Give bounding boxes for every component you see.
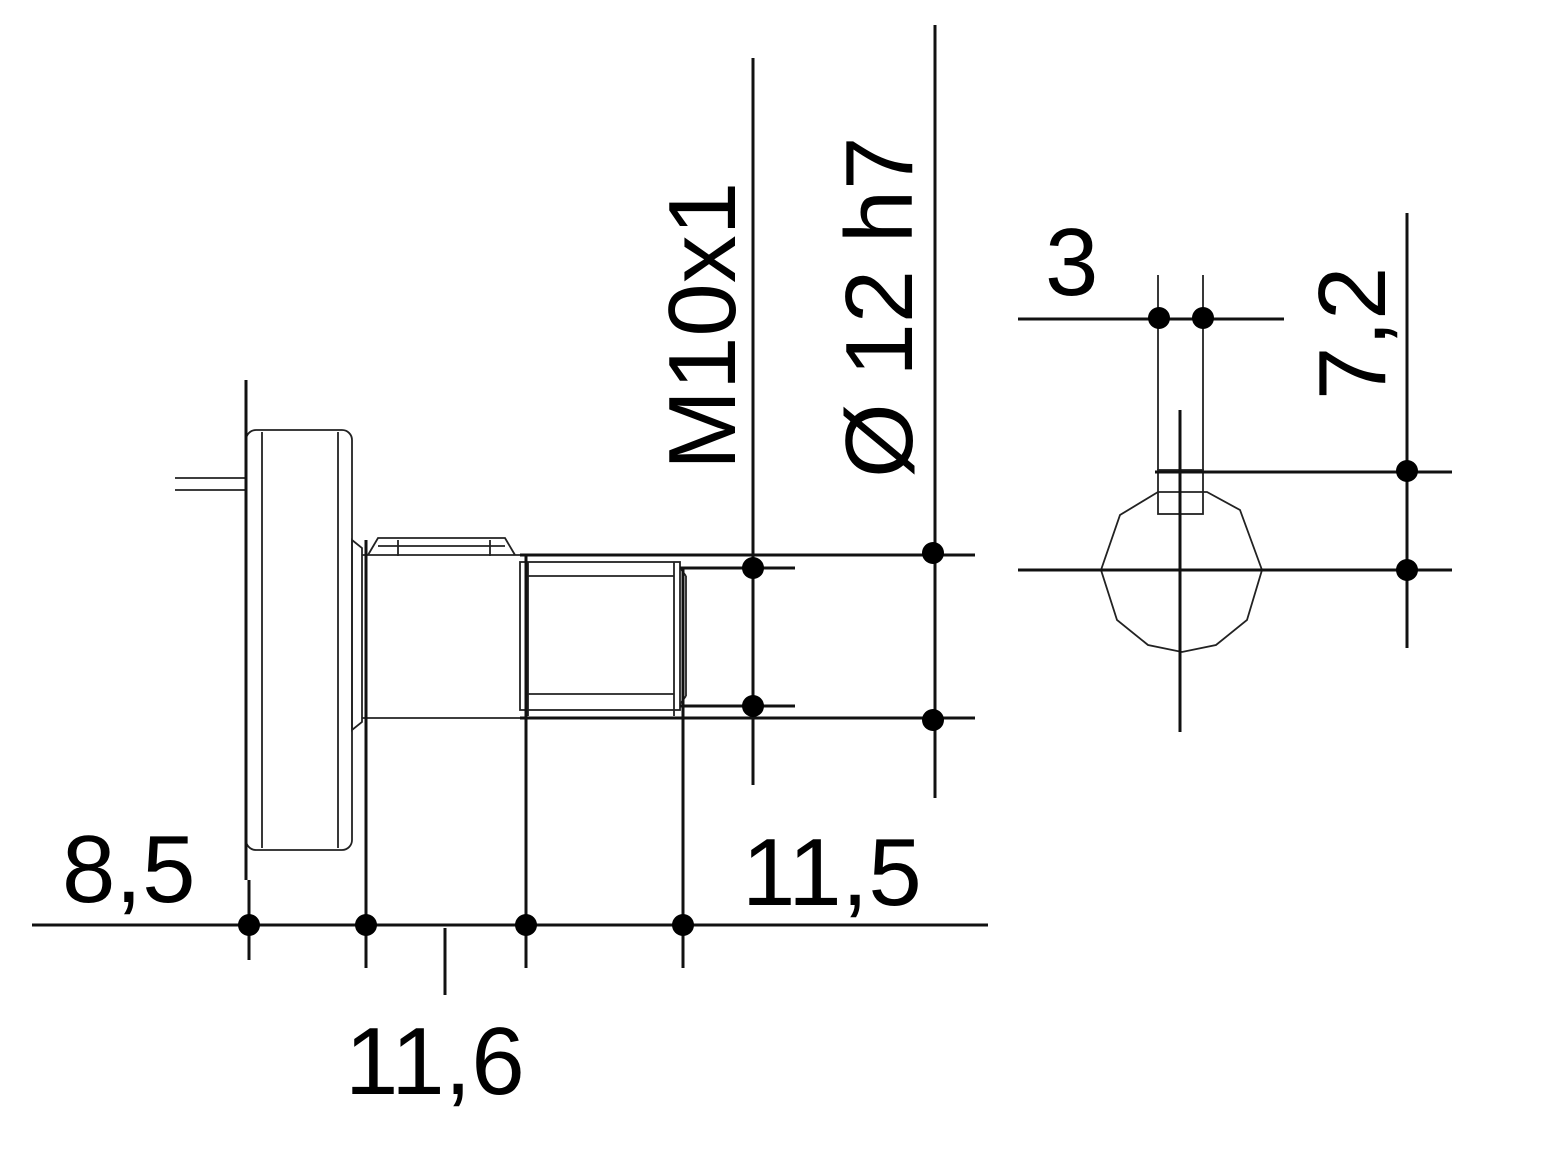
thread-section [519,561,681,711]
shaft-cross-section [1100,491,1263,653]
shaft-diameter-label: Ø 12 h7 [826,136,933,478]
flange-length-label: 8,5 [62,816,195,923]
shaft-shoulder [351,538,363,732]
thread-size-label: M10x1 [649,182,756,470]
key-width-label: 3 [1045,209,1098,316]
dimension-lines [32,25,988,995]
keyway [367,537,516,556]
thread-length-label: 11,5 [742,819,922,926]
side-view [175,429,975,851]
key-height-label: 7,2 [1299,267,1406,400]
section-view [1018,213,1452,732]
shoulder-length-label: 11,6 [345,1008,525,1115]
